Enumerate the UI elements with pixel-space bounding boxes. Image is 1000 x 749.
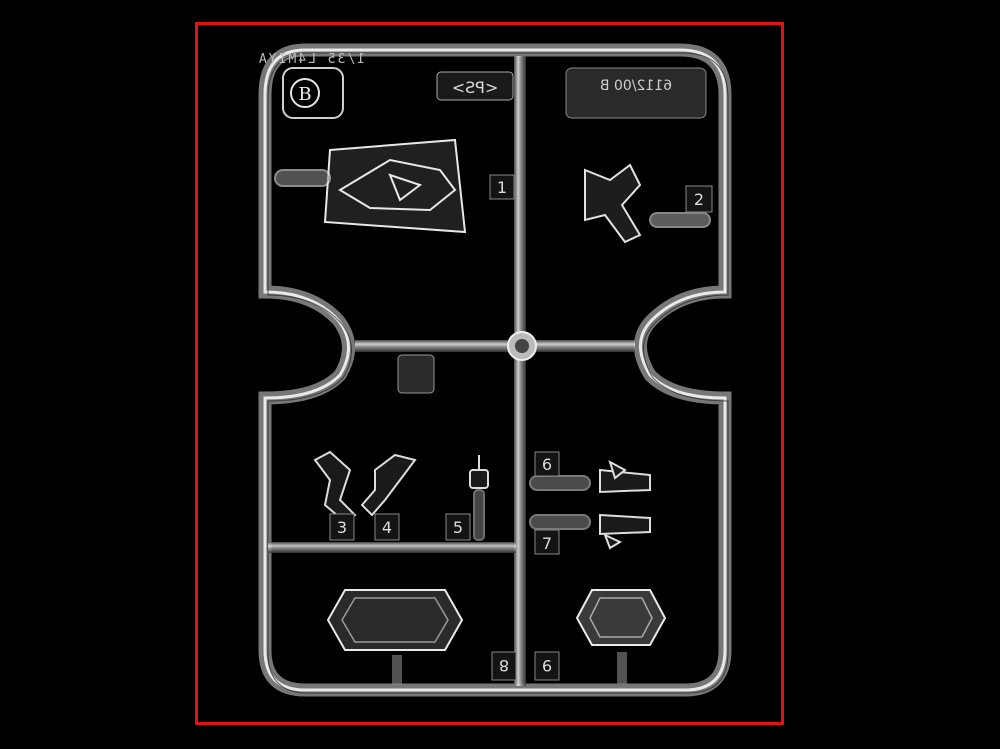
part-number-5: 5 (445, 513, 471, 541)
svg-text:2: 2 (694, 190, 704, 209)
part-8-hex-lens (326, 589, 464, 685)
svg-text:3: 3 (337, 518, 347, 537)
svg-text:1/35 L4MIYA: 1/35 L4MIYA (257, 52, 365, 67)
part-number-3: 3 (329, 513, 355, 541)
part-9-hex-lens (575, 589, 667, 684)
gate-tab (397, 354, 435, 394)
svg-text:9: 9 (542, 656, 552, 675)
part-number-9: 9 (534, 651, 560, 681)
svg-text:4: 4 (382, 518, 392, 537)
part-6-clip (529, 459, 651, 494)
part-3-4-brackets (313, 450, 417, 524)
part-number-6: 6 (534, 451, 560, 477)
outer-runner (258, 43, 732, 697)
red-border-frame (195, 22, 784, 725)
svg-text:7: 7 (542, 534, 552, 553)
tree-letter-badge: B (282, 67, 344, 119)
svg-text:8: 8 (499, 656, 509, 675)
part-number-8: 8 (491, 651, 517, 681)
mold-code-plate: 6112/00 B (565, 67, 707, 119)
tree-letter: B (298, 84, 311, 105)
mold-text-top: 1/35 L4MIYA (257, 52, 365, 67)
svg-text:6: 6 (542, 455, 552, 474)
svg-text:5: 5 (453, 518, 463, 537)
part-number-4: 4 (374, 513, 400, 541)
part-number-1: 1 (489, 174, 515, 200)
part-1-canopy (274, 138, 467, 234)
part-number-7: 7 (534, 529, 560, 555)
ps-mark: <PS> (436, 71, 514, 101)
part-7-clip (529, 513, 651, 550)
center-runner (268, 56, 635, 686)
part-number-2: 2 (685, 185, 713, 213)
part-2-bracket (584, 163, 711, 244)
part-5-lens (469, 455, 489, 541)
ps-mark-text: <PS> (452, 78, 499, 97)
svg-text:1: 1 (497, 178, 507, 197)
mold-code: 6112/00 B (600, 78, 672, 94)
